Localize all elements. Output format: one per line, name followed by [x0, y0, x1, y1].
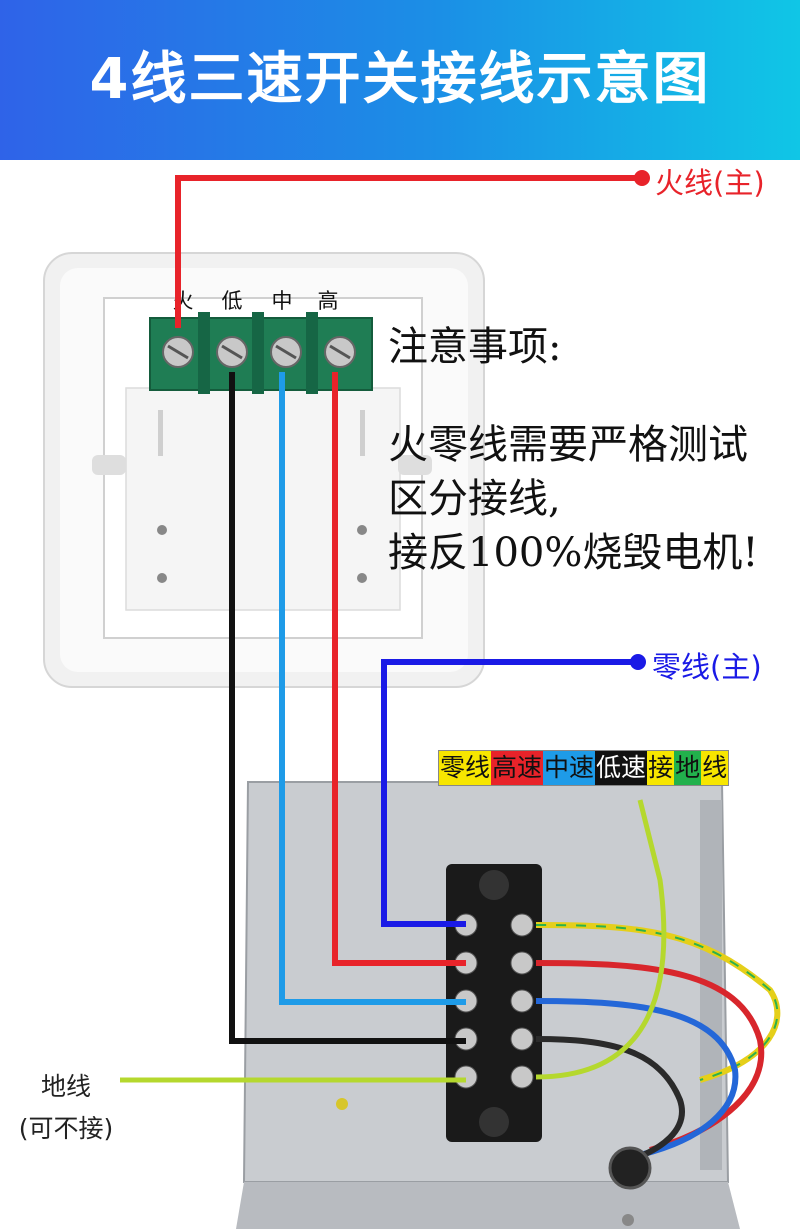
notes-panel: 注意事项: 火零线需要严格测试 区分接线, 接反100%烧毁电机! — [388, 320, 758, 580]
terminal-label-low: 低 — [222, 289, 243, 313]
ground-note: (可不接) — [18, 1114, 114, 1143]
legend-item-high: 高速 — [491, 751, 544, 785]
terminal-label-high: 高 — [318, 289, 339, 313]
notes-line-1: 火零线需要严格测试 — [388, 422, 748, 468]
switch-terminal-screws — [162, 336, 356, 368]
live-main-label: 火线(主) — [655, 166, 765, 200]
low-speed-wire — [229, 372, 466, 1044]
notes-heading: 注意事项: — [388, 324, 562, 370]
motor-junction-box — [236, 781, 781, 1229]
notes-line-3: 接反100%烧毁电机! — [388, 530, 759, 576]
title-banner — [0, 0, 800, 160]
medium-speed-wire — [279, 372, 466, 1005]
legend-item-ground-1: 接 — [647, 751, 675, 785]
legend-item-ground-2: 地 — [674, 751, 702, 785]
ground-label: 地线 — [40, 1072, 91, 1101]
notes-line-2: 区分接线, — [388, 476, 561, 522]
legend-item-medium: 中速 — [543, 751, 596, 785]
neutral-main-label: 零线(主) — [652, 650, 762, 684]
legend-item-ground-3: 线 — [701, 751, 729, 785]
live-wire — [175, 170, 650, 328]
wall-switch: 火 低 中 高 — [43, 252, 485, 688]
ground-label-block: 地线 (可不接) — [12, 1066, 120, 1150]
legend-item-neutral: 零线 — [439, 751, 492, 785]
terminal-label-medium: 中 — [272, 289, 293, 313]
neutral-wire — [381, 654, 646, 927]
page-title: 4线三速开关接线示意图 — [89, 47, 711, 112]
wire-color-legend: 零线 高速 中速 低速 接 地 线 — [438, 750, 730, 786]
high-speed-wire — [332, 372, 466, 966]
motor-terminal-screws — [454, 913, 534, 1089]
legend-item-low: 低速 — [595, 751, 648, 785]
